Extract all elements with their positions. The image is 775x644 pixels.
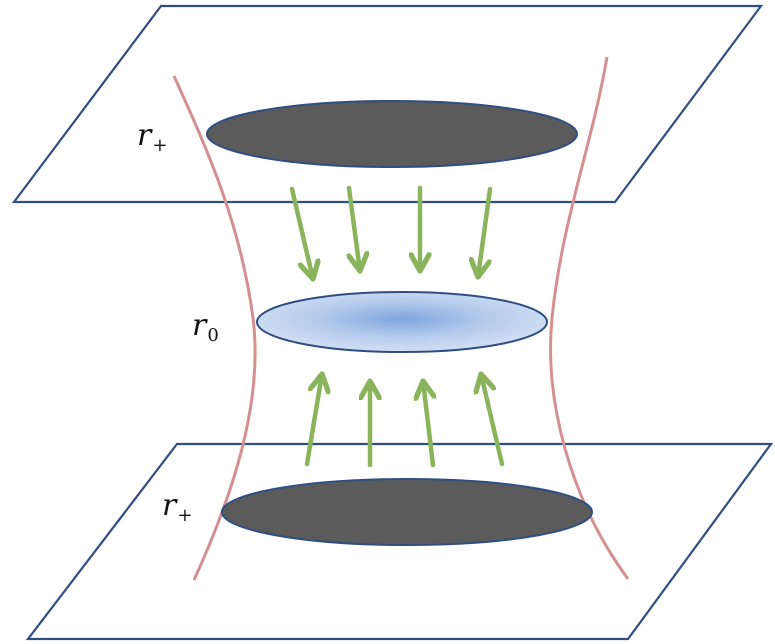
bottom-horizon-label-subscript: + — [177, 505, 193, 526]
throat-label-subscript: 0 — [207, 325, 219, 346]
upper-arrow-1 — [289, 186, 313, 279]
upper-arrow-2 — [349, 185, 360, 271]
lower-arrow-4 — [481, 374, 505, 467]
throat-label-base: r — [192, 308, 207, 343]
throat-label: r0 — [192, 308, 219, 345]
top-horizon-label: r+ — [137, 118, 167, 155]
bottom-horizon-disk — [221, 478, 593, 546]
bottom-horizon-label-base: r — [162, 488, 177, 523]
bottom-plane — [25, 442, 774, 641]
top-plane — [11, 4, 764, 204]
left-throat-curve — [172, 75, 257, 581]
top-horizon-label-subscript: + — [152, 135, 168, 156]
throat-disk — [256, 291, 548, 353]
top-horizon-disk — [206, 100, 578, 168]
right-throat-curve — [549, 56, 630, 580]
top-horizon-label-base: r — [137, 118, 152, 153]
bottom-horizon-label: r+ — [162, 488, 192, 525]
lower-arrow-3 — [423, 381, 433, 468]
lower-arrow-1 — [304, 374, 322, 467]
upper-arrow-4 — [478, 186, 493, 277]
